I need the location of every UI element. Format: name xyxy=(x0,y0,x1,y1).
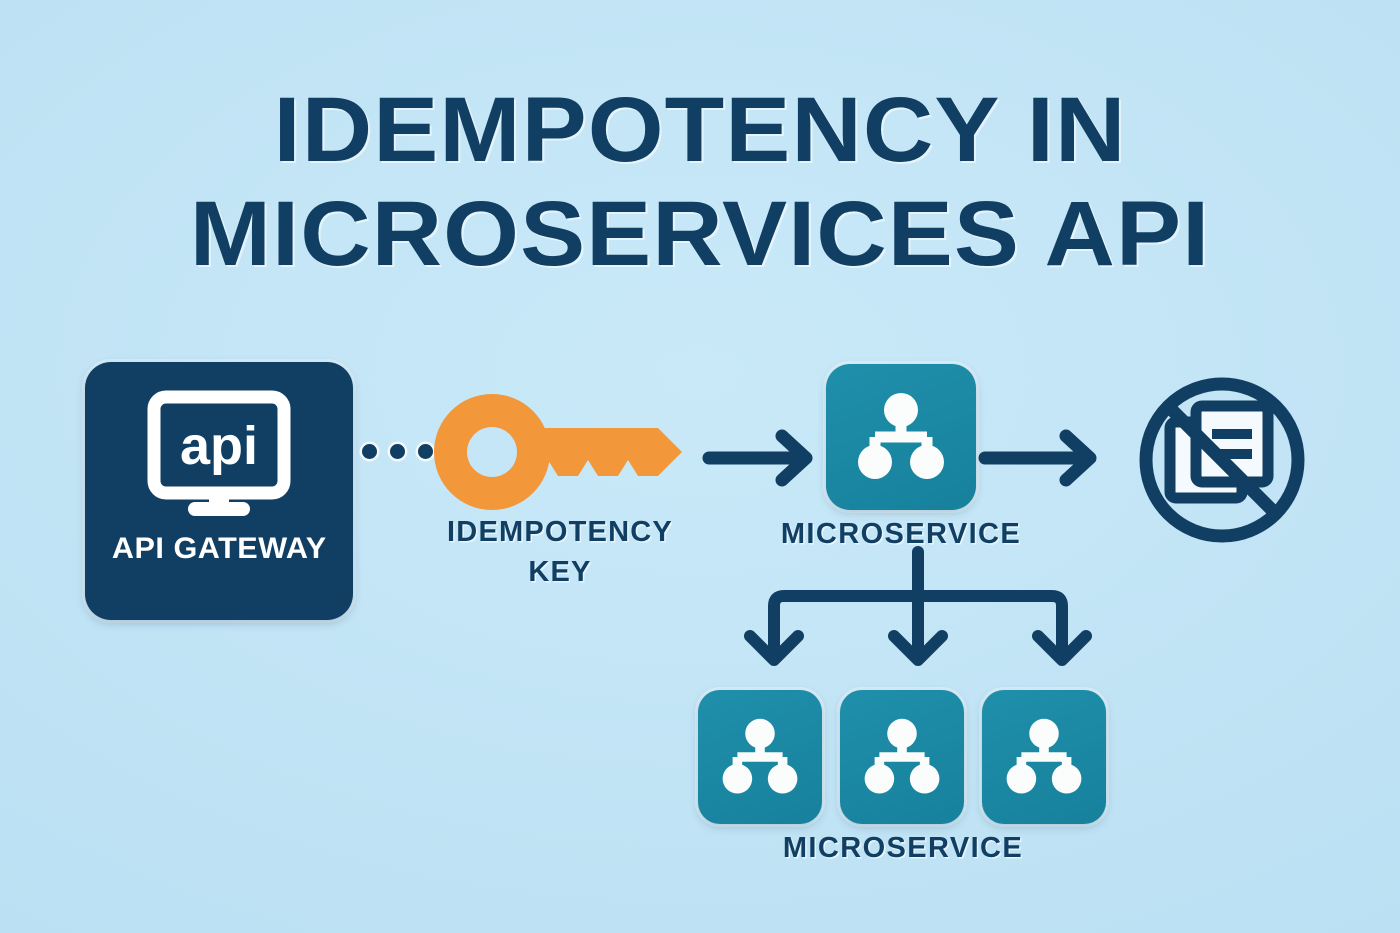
monitor-api-icon: api xyxy=(146,390,292,518)
connector-dot xyxy=(418,444,433,459)
connector-dot xyxy=(390,444,405,459)
key-icon xyxy=(432,392,690,512)
page-title: IDEMPOTENCY IN MICROSERVICES API xyxy=(0,78,1400,286)
microservice-node-bottom[interactable] xyxy=(982,690,1106,824)
connector-dot xyxy=(362,444,377,459)
hierarchy-nodes-icon xyxy=(720,717,800,797)
title-line-2: MICROSERVICES API xyxy=(189,183,1211,285)
microservice-node-bottom[interactable] xyxy=(840,690,964,824)
hierarchy-nodes-icon xyxy=(862,717,942,797)
title-line-1: IDEMPOTENCY IN xyxy=(273,79,1127,181)
hierarchy-nodes-icon xyxy=(855,391,947,483)
no-duplicates-icon xyxy=(1132,372,1312,548)
microservice-node-top[interactable] xyxy=(826,364,976,510)
idempotency-key-label-line-2: KEY xyxy=(528,556,592,588)
svg-text:api: api xyxy=(180,416,258,476)
arrow-right-icon xyxy=(702,423,824,493)
arrow-right-icon xyxy=(978,423,1108,493)
idempotency-key-label-line-1: IDEMPOTENCY xyxy=(447,516,673,548)
microservice-node-bottom[interactable] xyxy=(698,690,822,824)
microservice-bottom-label: MICROSERVICE xyxy=(782,832,1024,864)
idempotency-key-label: IDEMPOTENCY KEY xyxy=(400,512,720,592)
hierarchy-nodes-icon xyxy=(1004,717,1084,797)
idempotency-key-node[interactable] xyxy=(432,392,690,512)
api-gateway-label: API GATEWAY xyxy=(111,532,327,565)
microservice-top-label: MICROSERVICE xyxy=(780,518,1022,550)
branch-three-arrows-icon xyxy=(718,546,1118,718)
api-gateway-node[interactable]: api API GATEWAY xyxy=(85,362,353,620)
no-duplicates-node[interactable] xyxy=(1132,372,1312,548)
microservice-row-bottom xyxy=(698,690,1108,832)
